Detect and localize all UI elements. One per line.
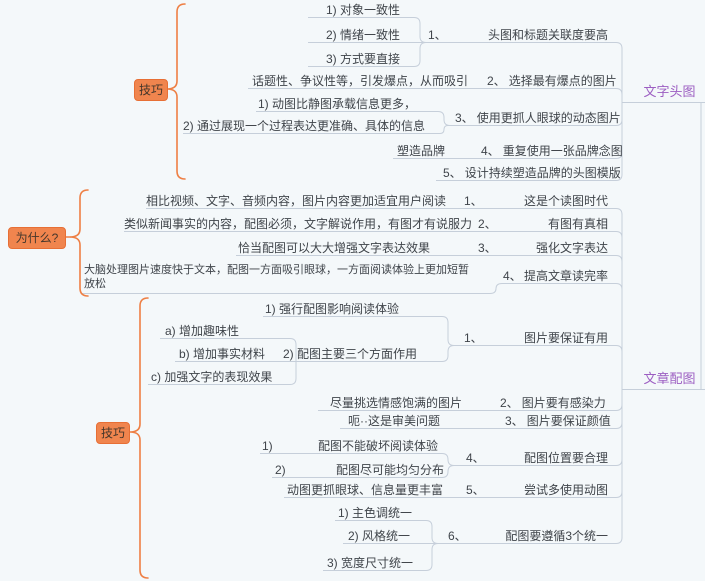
item-label: 重复使用一张品牌念图 <box>502 144 623 158</box>
item-label: 图片要有感染力 <box>521 396 606 410</box>
item-number: 5、 <box>466 483 485 497</box>
why-item-2[interactable]: 2、 有图有真相 <box>478 217 622 231</box>
toutu-item-5[interactable]: 5、 设计持续塑造品牌的头图模版 <box>443 166 621 180</box>
summary-node-skills-toutu[interactable]: 技巧 <box>134 79 168 101</box>
item-label: 有图有真相 <box>547 217 608 231</box>
main-topic-text-header-image[interactable]: 文字头图 <box>643 84 696 99</box>
skills-detail-add-fun[interactable]: a) 增加趣味性 <box>165 324 240 338</box>
why-detail-brain-speed[interactable]: 大脑处理图片速度快于文本，配图一方面吸引眼球，一方面阅读体验上更加短暂 放松 <box>84 264 469 290</box>
why-item-3[interactable]: 3、 强化文字表达 <box>478 241 622 255</box>
skills-item-1[interactable]: 1、 图片要保证有用 <box>464 331 622 345</box>
skills-detail-unified-style[interactable]: 2) 风格统一 <box>348 529 411 543</box>
skills-item-4[interactable]: 4、 配图位置要合理 <box>466 451 622 465</box>
item-number: 1、 <box>464 331 483 345</box>
skills-detail-three-functions[interactable]: 2) 配图主要三个方面作用 <box>283 347 418 361</box>
toutu-detail-show-process[interactable]: 2) 通过展现一个过程表达更准确、具体的信息 <box>183 119 426 133</box>
toutu-detail-object-consistency[interactable]: 1) 对象一致性 <box>325 3 400 17</box>
item-label: 图片要保证有用 <box>523 331 608 345</box>
skills-detail-aesthetic[interactable]: 呃··这是审美问题 <box>348 414 440 428</box>
item-number: 3、 <box>455 111 474 125</box>
item-number: 6、 <box>448 529 467 543</box>
item-label: 图片要保证颜值 <box>526 414 611 428</box>
summary-node-skills-peitu[interactable]: 技巧 <box>96 422 130 444</box>
skills-item-2[interactable]: 2、 图片要有感染力 <box>500 396 606 410</box>
item-number: 2、 <box>487 74 506 88</box>
item-label: 配图要遵循3个统一 <box>505 529 608 543</box>
item-label: 尝试多使用动图 <box>523 483 608 497</box>
item-label: 这是个读图时代 <box>523 194 608 208</box>
toutu-detail-build-brand[interactable]: 塑造品牌 <box>397 144 446 158</box>
skills-item-5[interactable]: 5、 尝试多使用动图 <box>466 483 622 497</box>
why-detail-enhance-expression[interactable]: 恰当配图可以大大增强文字表达效果 <box>238 241 431 255</box>
item-number: 4、 <box>481 144 500 158</box>
item-label: 配图尽可能均匀分布 <box>335 463 444 477</box>
toutu-detail-emotion-consistency[interactable]: 2) 情绪一致性 <box>325 28 400 42</box>
summary-node-why[interactable]: 为什么? <box>8 227 66 249</box>
item-number: 4、 <box>503 269 522 283</box>
brace-toutu-skills <box>166 3 186 180</box>
item-number: 5、 <box>443 166 462 180</box>
toutu-detail-gif-more-info[interactable]: 1) 动图比静图承载信息更多， <box>258 97 417 111</box>
item-number: 1) <box>262 439 273 453</box>
item-label: 强化文字表达 <box>535 241 608 255</box>
item-number: 2、 <box>478 217 497 231</box>
skills-detail-no-break-reading[interactable]: 1) 配图不能破坏阅读体验 <box>262 439 448 453</box>
toutu-detail-topicality[interactable]: 话题性、争议性等，引发爆点，从而吸引 <box>252 74 469 88</box>
item-label: 使用更抓人眼球的动态图片 <box>476 111 621 125</box>
brace-peitu-skills <box>129 297 149 579</box>
item-number: 2、 <box>500 396 519 410</box>
toutu-item-3[interactable]: 3、 使用更抓人眼球的动态图片 <box>455 111 621 125</box>
item-label: 配图位置要合理 <box>523 451 608 465</box>
skills-detail-unified-width[interactable]: 3) 宽度尺寸统一 <box>327 556 414 570</box>
item-number: 3、 <box>478 241 497 255</box>
item-number: 1、 <box>464 194 483 208</box>
item-label: 配图不能破坏阅读体验 <box>317 439 438 453</box>
why-detail-reading-pictures-era[interactable]: 相比视频、文字、音频内容，图片内容更加适宜用户阅读 <box>146 194 447 208</box>
main-topic-article-image[interactable]: 文章配图 <box>643 371 696 386</box>
why-item-4[interactable]: 4、 提高文章读完率 <box>503 269 622 283</box>
item-label: 提高文章读完率 <box>523 269 608 283</box>
skills-detail-even-distribution[interactable]: 2) 配图尽可能均匀分布 <box>275 463 452 477</box>
skills-detail-add-facts[interactable]: b) 增加事实材料 <box>179 347 266 361</box>
branch-connectors <box>82 17 705 571</box>
item-label: 设计持续塑造品牌的头图模版 <box>464 166 621 180</box>
why-item-1[interactable]: 1、 这是个读图时代 <box>464 194 622 208</box>
item-number: 2) <box>275 463 286 477</box>
skills-detail-gif-richer[interactable]: 动图更抓眼球、信息量更丰富 <box>287 483 444 497</box>
item-number: 1、 <box>428 28 447 42</box>
toutu-item-4[interactable]: 4、 重复使用一张品牌念图 <box>481 144 623 158</box>
item-label: 选择最有爆点的图片 <box>508 74 617 88</box>
skills-detail-unified-color[interactable]: 1) 主色调统一 <box>338 506 413 520</box>
skills-item-6[interactable]: 6、 配图要遵循3个统一 <box>448 529 622 543</box>
skills-item-3[interactable]: 3、 图片要保证颜值 <box>505 414 611 428</box>
skills-detail-forced-image[interactable]: 1) 强行配图影响阅读体验 <box>265 302 400 316</box>
toutu-item-2[interactable]: 2、 选择最有爆点的图片 <box>487 74 617 88</box>
item-number: 4、 <box>466 451 485 465</box>
toutu-detail-direct-way[interactable]: 3) 方式要直接 <box>325 52 400 66</box>
skills-detail-strengthen-text[interactable]: c) 加强文字的表现效果 <box>151 370 273 384</box>
toutu-item-1[interactable]: 1、 头图和标题关联度要高 <box>428 28 622 42</box>
why-detail-news-needs-image[interactable]: 类似新闻事实的内容，配图必须，文字解说作用，有图才有说服力 <box>124 217 473 231</box>
item-label: 头图和标题关联度要高 <box>487 28 608 42</box>
skills-detail-emotional-images[interactable]: 尽量挑选情感饱满的图片 <box>330 396 463 410</box>
item-number: 3、 <box>505 414 524 428</box>
